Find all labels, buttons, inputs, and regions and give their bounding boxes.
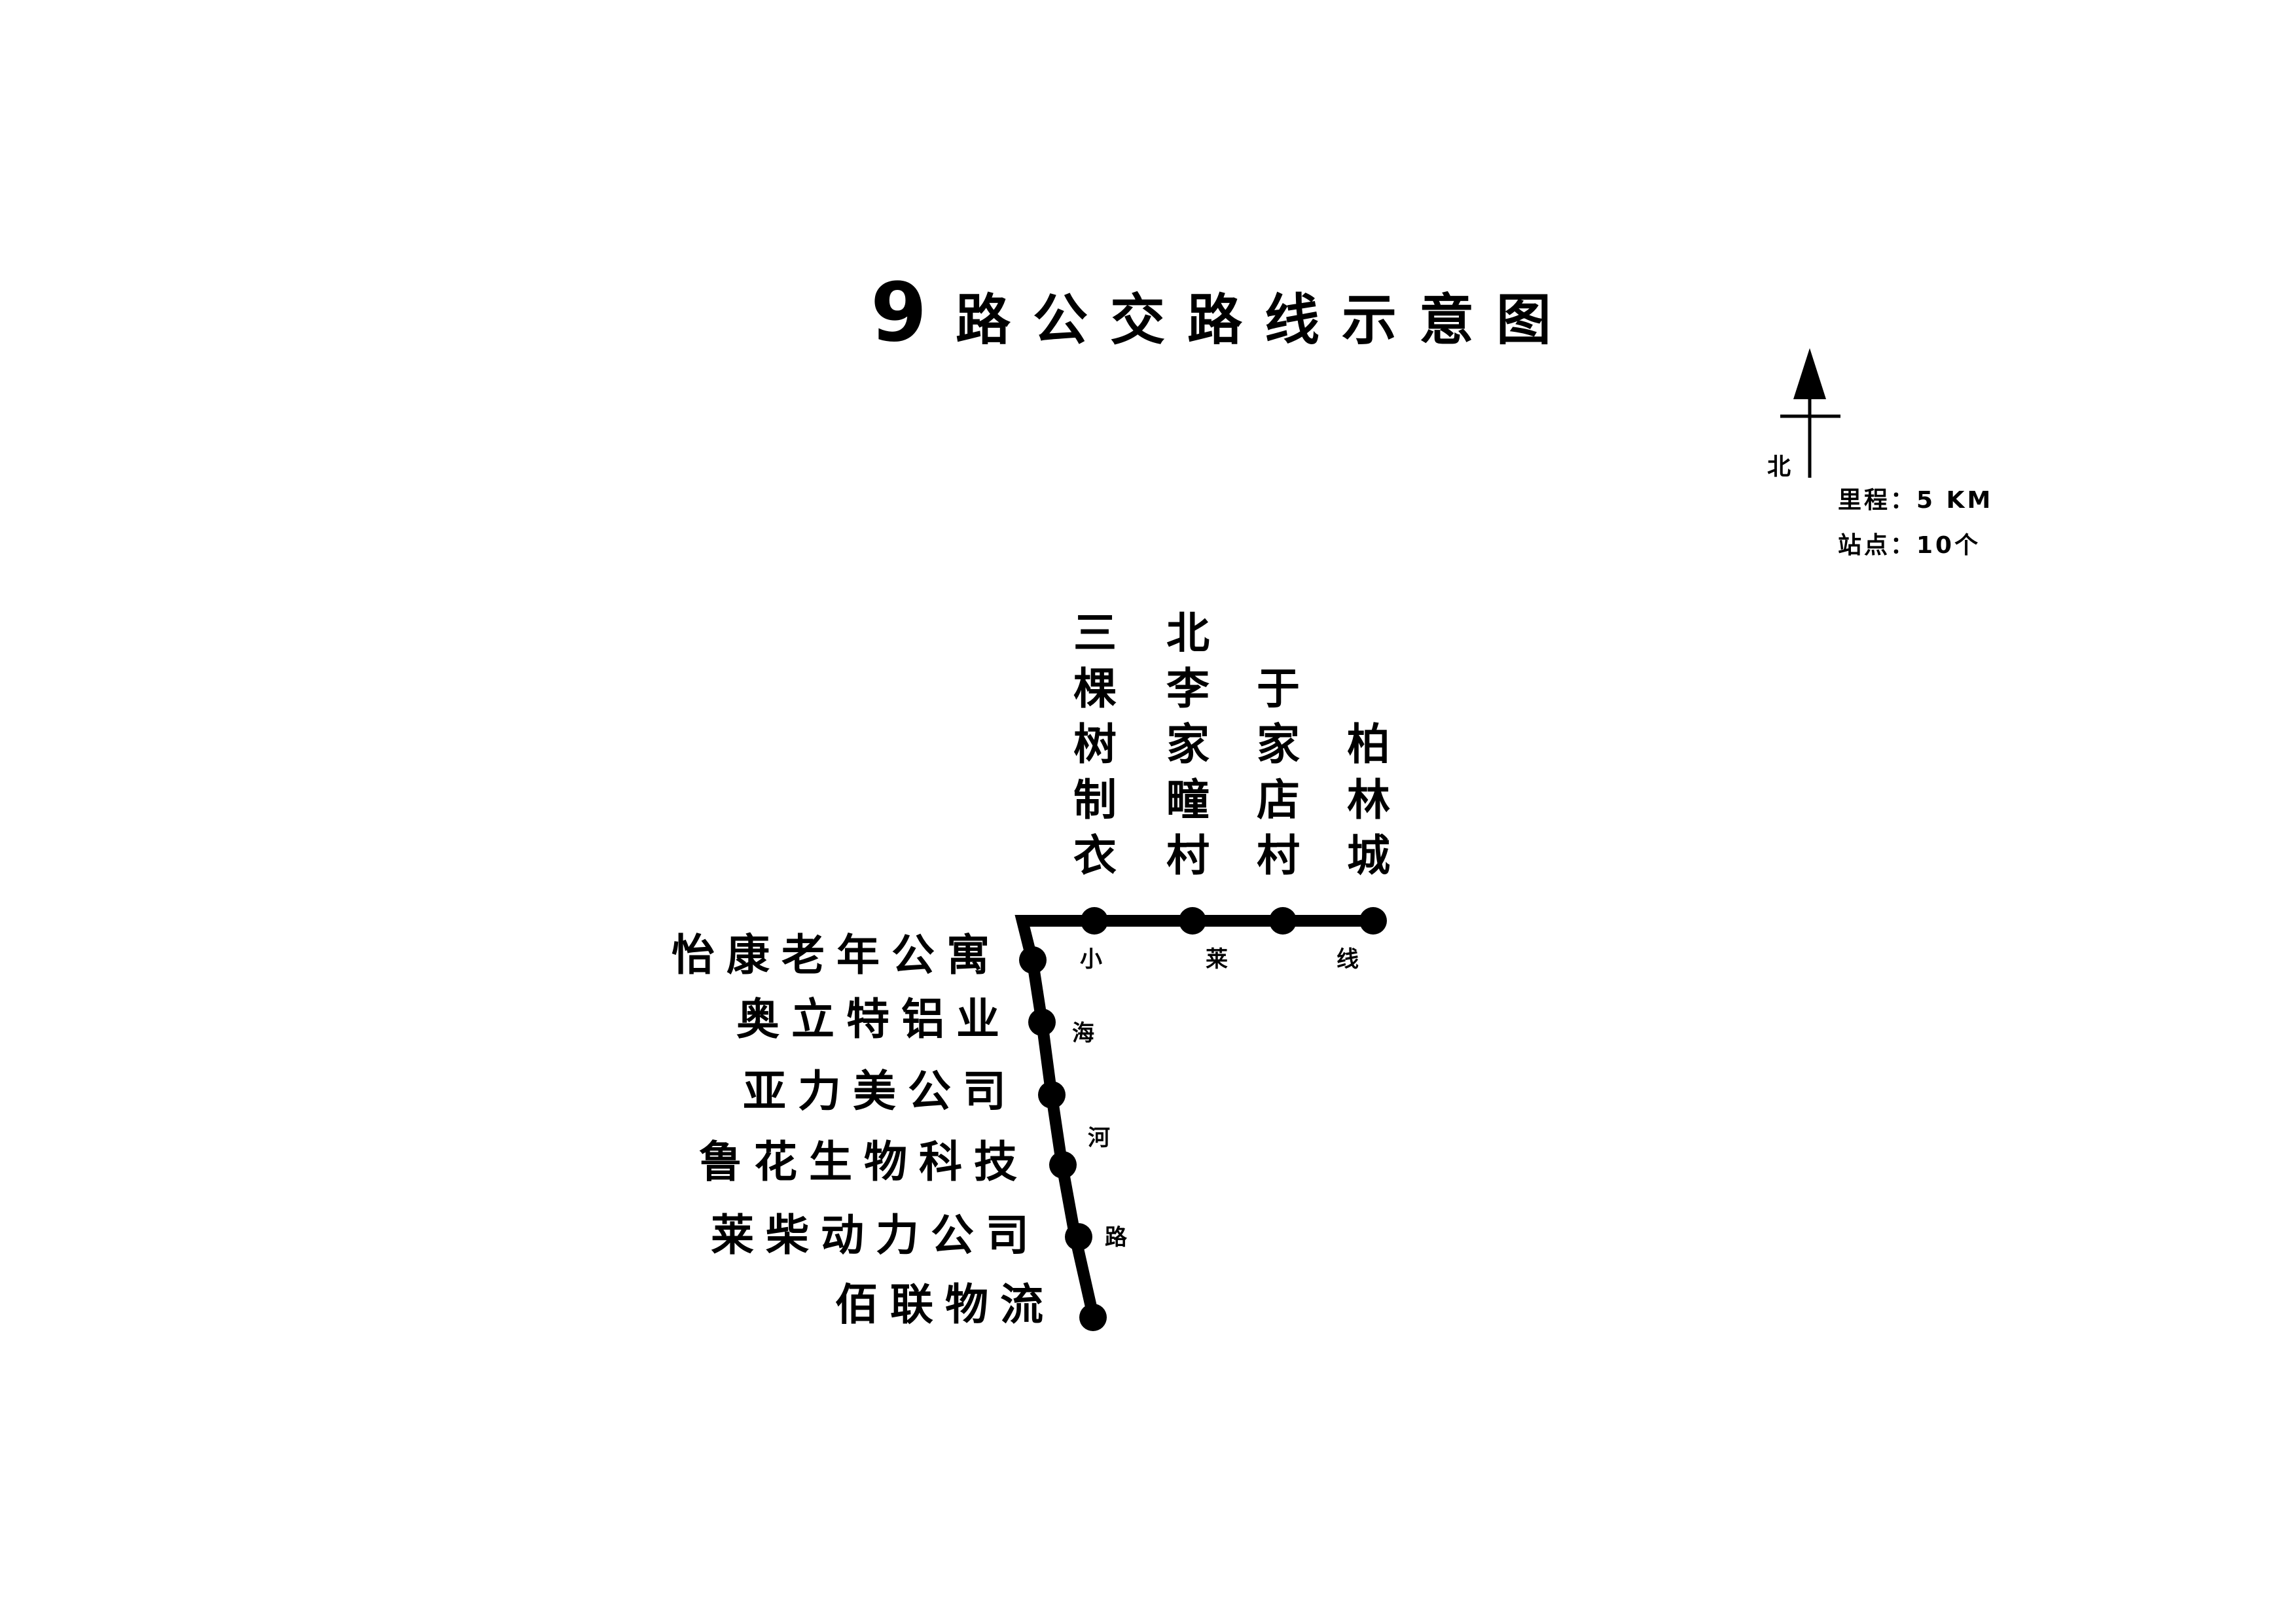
left-stations: 怡康老年公寓 奥立特铝业 亚力美公司 鲁花生物科技 莱柴动力公司 佰联物流	[672, 930, 1107, 1331]
station-dot	[1269, 907, 1297, 935]
station-yikang: 怡康老年公寓	[672, 930, 1047, 980]
station-label-char: 店	[1257, 775, 1300, 825]
route-path	[1014, 915, 1376, 1317]
station-label-char: 家	[1166, 719, 1210, 770]
top-stations: 三 棵 树 制 衣 北 李 家 疃 村 于 家 店 村 柏 林 城	[1073, 608, 1390, 935]
station-dot	[1179, 907, 1206, 935]
road-horizontal: 小 莱 线	[1080, 946, 1359, 972]
station-label-char: 家	[1257, 719, 1300, 770]
station-label-char: 柏	[1347, 719, 1390, 770]
road-vertical: 海 河 路	[1072, 1020, 1128, 1251]
station-label-char: 村	[1257, 830, 1300, 881]
station-beilijiatuan: 北 李 家 疃 村	[1166, 608, 1210, 935]
road-char: 海	[1072, 1020, 1094, 1046]
station-label-char: 棵	[1073, 664, 1117, 714]
station-label-char: 林	[1347, 775, 1390, 825]
route-line	[1014, 915, 1376, 1317]
station-dot	[1019, 946, 1047, 974]
station-label: 莱柴动力公司	[711, 1210, 1041, 1260]
station-dot	[1081, 907, 1108, 935]
station-label: 鲁花生物科技	[699, 1137, 1029, 1187]
station-label-char: 三	[1073, 608, 1117, 658]
title-number: 9	[870, 266, 927, 360]
station-dot	[1065, 1223, 1092, 1251]
road-char: 河	[1088, 1125, 1110, 1151]
station-dot	[1028, 1008, 1056, 1036]
station-yujiadian: 于 家 店 村	[1257, 664, 1300, 935]
station-bailian: 佰联物流	[835, 1279, 1107, 1331]
legend-mileage: 里程：5 KM	[1838, 487, 1993, 514]
station-dot	[1359, 907, 1387, 935]
legend-stops: 站点：10个	[1838, 532, 1981, 559]
north-arrow-head	[1793, 348, 1826, 399]
station-label-char: 制	[1073, 775, 1117, 825]
road-char: 小	[1080, 946, 1102, 972]
road-char: 莱	[1206, 946, 1228, 972]
station-aolite: 奥立特铝业	[736, 994, 1056, 1044]
station-dot	[1079, 1304, 1107, 1331]
station-label-char: 李	[1166, 664, 1210, 714]
station-sankeshu: 三 棵 树 制 衣	[1073, 608, 1117, 935]
road-char: 线	[1336, 946, 1359, 972]
station-label: 奥立特铝业	[736, 994, 1011, 1044]
station-label: 佰联物流	[835, 1279, 1055, 1330]
station-label: 怡康老年公寓	[672, 930, 1001, 980]
station-bolincheng: 柏 林 城	[1347, 719, 1390, 935]
station-label-char: 于	[1257, 664, 1300, 714]
station-dot	[1049, 1151, 1077, 1179]
station-label-char: 疃	[1166, 775, 1210, 825]
station-label-char: 衣	[1073, 830, 1117, 881]
legend: 里程：5 KM 站点：10个	[1838, 487, 1993, 559]
north-arrow: 北	[1767, 348, 1840, 480]
station-yalimei: 亚力美公司	[743, 1066, 1066, 1116]
title-text: 路公交路线示意图	[956, 288, 1573, 352]
station-laichai: 莱柴动力公司	[711, 1210, 1092, 1260]
road-char: 路	[1105, 1224, 1128, 1251]
station-label-char: 村	[1166, 830, 1210, 881]
station-dot	[1038, 1081, 1066, 1109]
station-label-char: 树	[1073, 719, 1117, 770]
station-label-char: 北	[1166, 608, 1210, 658]
station-label: 亚力美公司	[743, 1066, 1018, 1116]
station-label-char: 城	[1347, 830, 1390, 881]
north-label: 北	[1767, 454, 1793, 480]
station-luhua: 鲁花生物科技	[699, 1137, 1077, 1187]
map-title: 9 路公交路线示意图	[870, 266, 1573, 360]
